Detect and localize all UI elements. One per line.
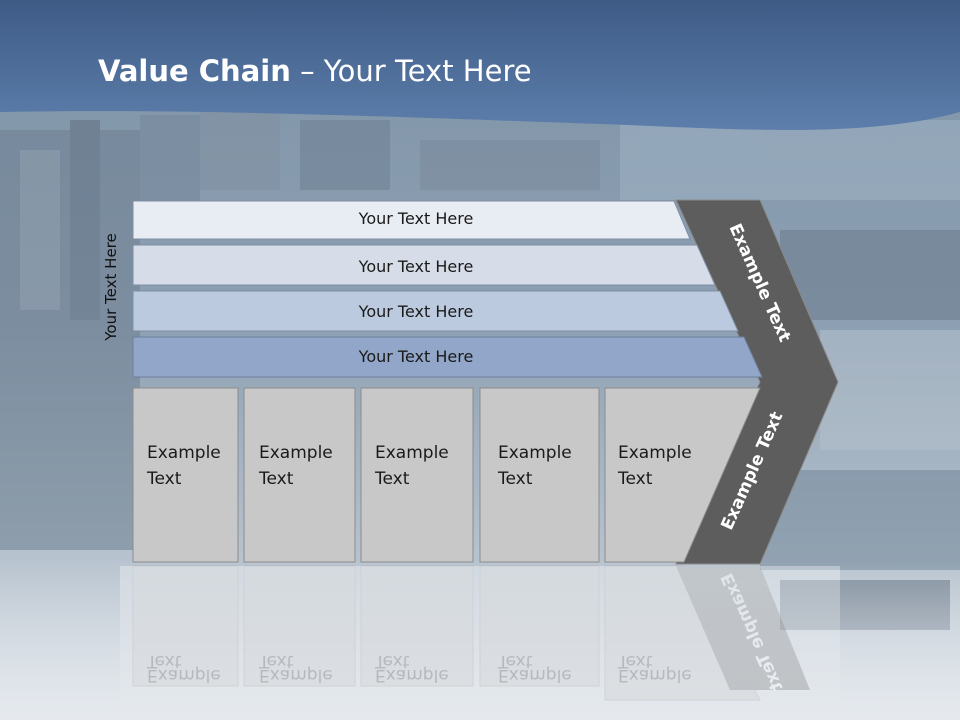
page-title: Value Chain – Your Text Here <box>98 54 532 88</box>
primary-box-1-line2: Text <box>146 469 182 489</box>
primary-box-5[interactable] <box>604 387 761 563</box>
support-activities: Your Text Here Your Text Here Your Text … <box>132 200 763 378</box>
side-label: Your Text Here <box>102 233 120 341</box>
support-row-2-label: Your Text Here <box>358 257 474 276</box>
support-row-1-label: Your Text Here <box>358 209 474 228</box>
primary-box-4-line1: Example <box>498 443 572 463</box>
primary-box-4[interactable] <box>479 387 600 563</box>
primary-box-3[interactable] <box>360 387 474 563</box>
primary-box-1-line1: Example <box>147 443 221 463</box>
support-row-3[interactable] <box>132 290 739 332</box>
title-bold: Value Chain <box>98 54 291 88</box>
primary-box-4-line2: Text <box>497 469 533 489</box>
primary-box-5-line2: Text <box>617 469 653 489</box>
support-row-4-label: Your Text Here <box>358 347 474 366</box>
primary-box-2-line1: Example <box>259 443 333 463</box>
support-row-3-label: Your Text Here <box>358 302 474 321</box>
primary-activities: Example Text Example Text Example Text E… <box>132 387 761 563</box>
primary-box-3-line1: Example <box>375 443 449 463</box>
primary-box-5-line1: Example <box>618 443 692 463</box>
support-row-4[interactable] <box>132 336 763 378</box>
support-row-1[interactable] <box>132 200 691 240</box>
primary-box-2-line2: Text <box>258 469 294 489</box>
reflection-fade <box>120 566 840 720</box>
support-row-2[interactable] <box>132 244 716 286</box>
primary-box-2[interactable] <box>243 387 356 563</box>
primary-box-3-line2: Text <box>374 469 410 489</box>
margin-chevron <box>675 199 839 565</box>
primary-box-1[interactable] <box>132 387 239 563</box>
header-band <box>0 0 960 130</box>
title-rest: – Your Text Here <box>290 54 532 88</box>
